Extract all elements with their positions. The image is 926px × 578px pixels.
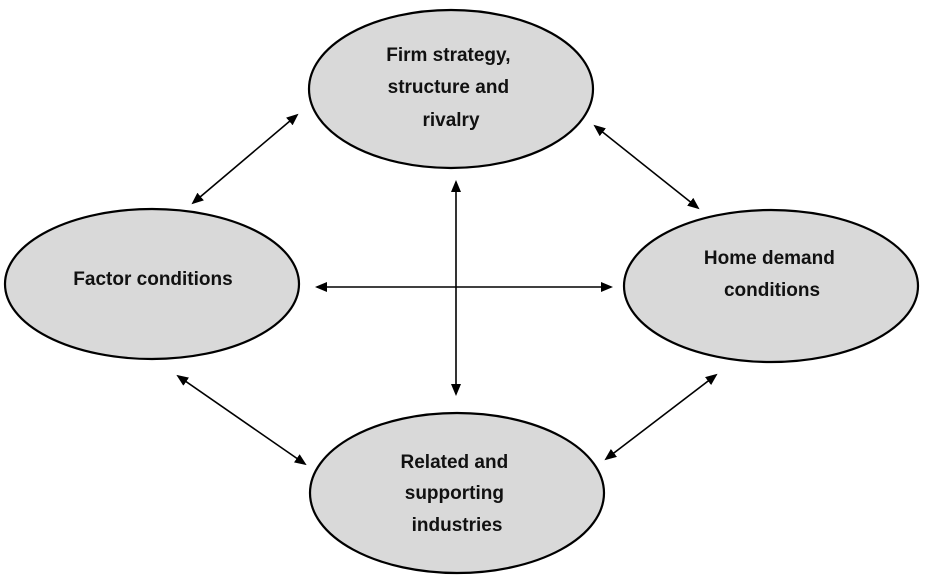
node-home-demand-label: Home demand conditions: [704, 248, 840, 301]
node-firm-strategy-line-1: Firm strategy,: [386, 45, 510, 66]
arrow-firm-factor: [191, 113, 299, 205]
node-factor-conditions-shape: [3, 207, 301, 361]
node-firm-strategy-line-2: structure and: [388, 77, 509, 98]
node-firm-strategy-line-3: rivalry: [422, 110, 479, 131]
node-firm-strategy: Firm strategy, structure and rivalry: [307, 8, 595, 170]
node-related-industries: Related and supporting industries: [308, 411, 606, 575]
connectors: [176, 113, 718, 466]
node-factor-conditions-line-1: Factor conditions: [73, 269, 232, 290]
node-related-industries-line-1: Related and: [401, 452, 509, 473]
node-factor-conditions-label: Factor conditions: [73, 269, 232, 290]
node-home-demand: Home demand conditions: [622, 208, 920, 364]
arrow-firm-demand: [593, 124, 700, 210]
node-home-demand-shape: [622, 208, 920, 364]
arrow-factor-related: [176, 374, 307, 466]
node-home-demand-line-2: conditions: [724, 280, 820, 301]
node-related-industries-line-3: industries: [412, 515, 503, 536]
arrow-demand-related: [604, 373, 718, 461]
node-related-industries-shape: [308, 411, 606, 575]
node-firm-strategy-shape: [307, 8, 595, 170]
node-home-demand-line-1: Home demand: [704, 248, 835, 269]
node-related-industries-line-2: supporting: [405, 483, 504, 504]
node-factor-conditions: Factor conditions: [3, 207, 301, 361]
node-firm-strategy-label: Firm strategy, structure and rivalry: [386, 45, 516, 131]
node-related-industries-label: Related and supporting industries: [401, 452, 514, 536]
